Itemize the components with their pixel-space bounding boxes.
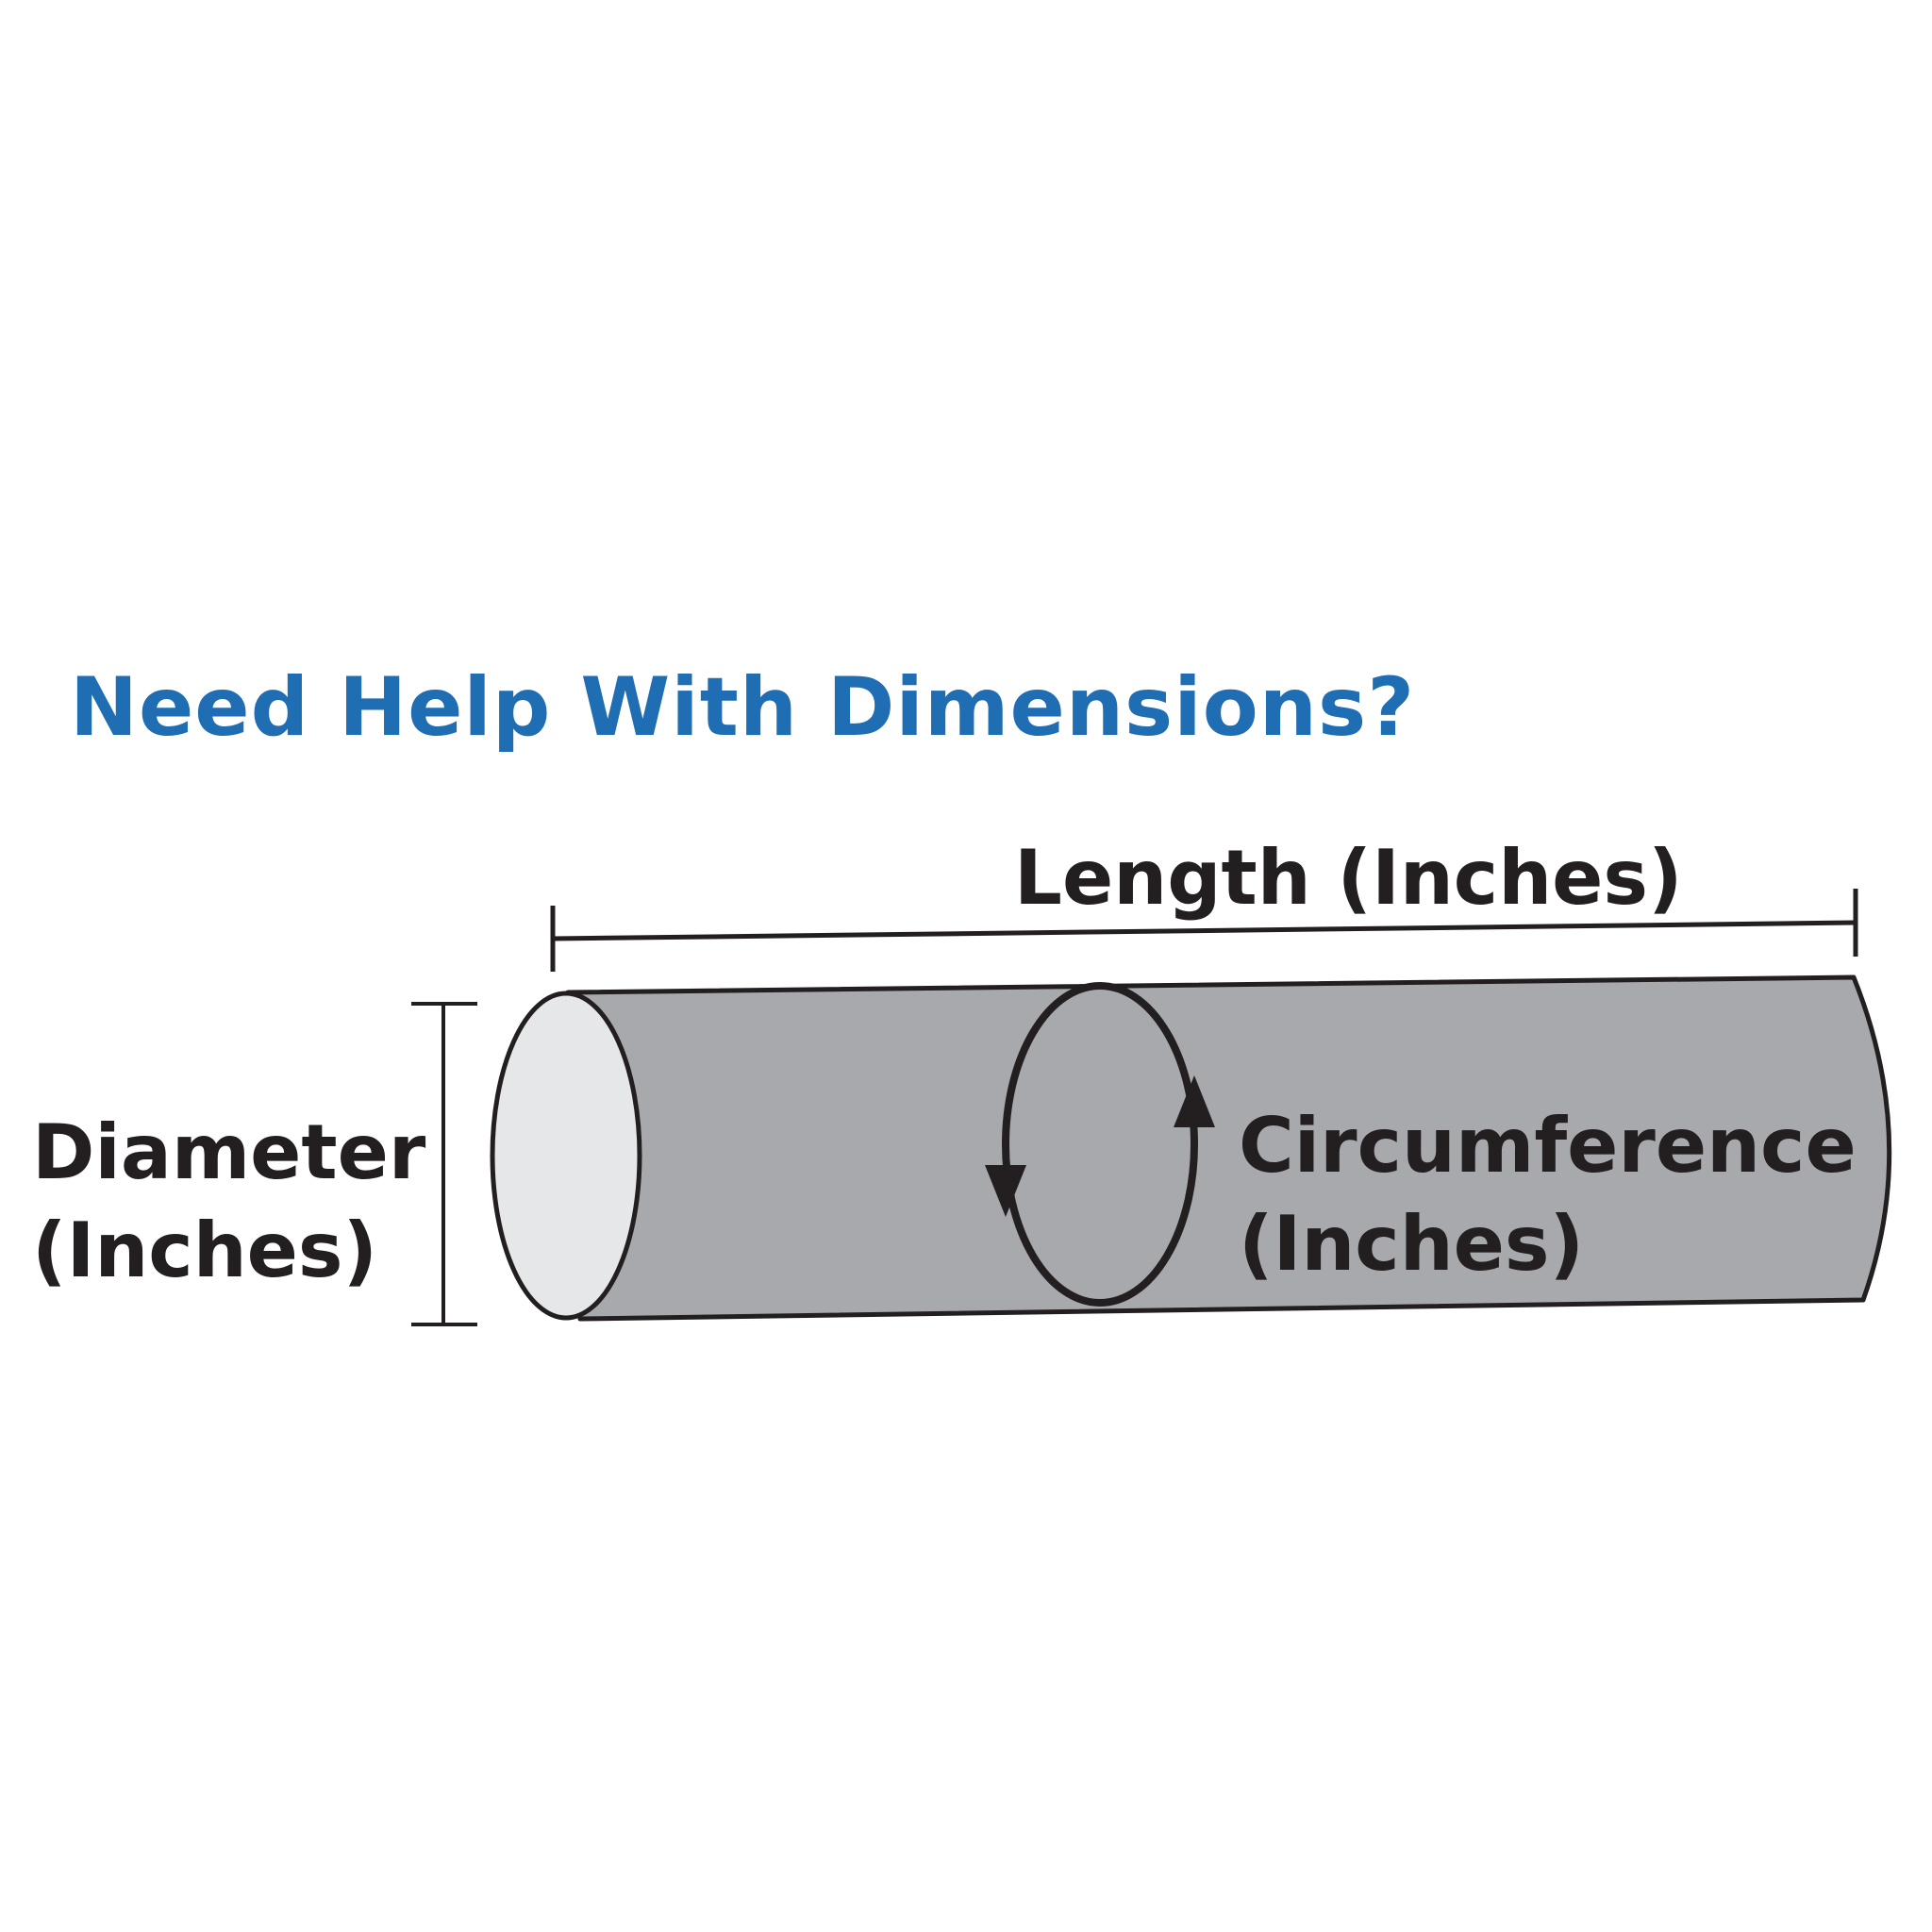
diameter-label-line1: Diameter [32, 1108, 426, 1196]
circumference-arrow-up-icon [1174, 1075, 1215, 1127]
length-dimension-line [550, 889, 1858, 972]
circumference-label-line2: (Inches) [1239, 1200, 1585, 1288]
page-title: Need Help With Dimensions? [70, 660, 1416, 755]
circumference-label: Circumference (Inches) [1239, 1097, 1857, 1293]
diameter-label-line2: (Inches) [32, 1207, 378, 1294]
diameter-label: Diameter (Inches) [32, 1104, 425, 1300]
tube-body [565, 974, 1892, 1322]
diameter-dimension-line [411, 1002, 477, 1326]
length-label: Length (Inches) [1014, 834, 1683, 922]
circumference-arrow-down-icon [985, 1165, 1026, 1217]
length-line [552, 920, 1857, 941]
circumference-loop [1002, 982, 1198, 1307]
circumference-label-line1: Circumference [1239, 1102, 1857, 1190]
tube-end-cap [490, 991, 642, 1321]
